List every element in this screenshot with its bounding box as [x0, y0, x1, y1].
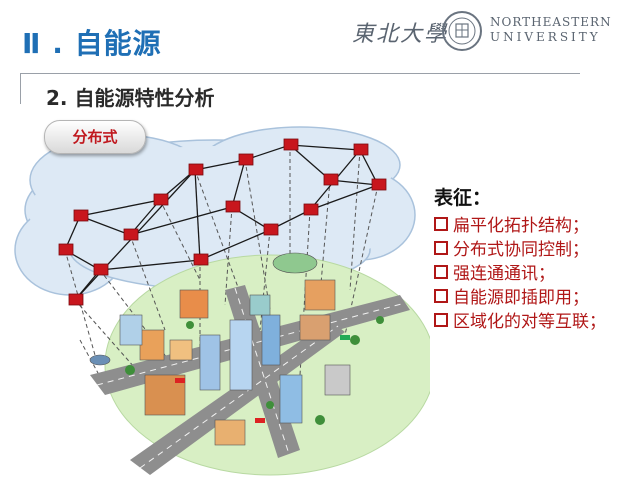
feature-text: 扁平化拓扑结构；: [453, 216, 589, 236]
features-list: 扁平化拓扑结构； 分布式协同控制； 强连通通讯； 自能源即插即用； 区域化的对等…: [434, 214, 606, 334]
checkbox-square-icon: [434, 241, 448, 255]
feature-item: 区域化的对等互联；: [434, 310, 606, 334]
feature-text: 强连通通讯；: [453, 264, 555, 284]
feature-text: 区域化的对等互联；: [453, 312, 606, 332]
feature-item: 自能源即插即用；: [434, 286, 606, 310]
feature-text: 分布式协同控制；: [453, 240, 589, 260]
city-buildings: [89, 252, 351, 446]
checkbox-square-icon: [434, 217, 448, 231]
header-divider-tick: [20, 74, 21, 104]
features-panel: 表征： 扁平化拓扑结构； 分布式协同控制； 强连通通讯； 自能源即插即用； 区域…: [434, 183, 606, 334]
checkbox-square-icon: [434, 289, 448, 303]
features-heading: 表征：: [434, 187, 492, 209]
logo-en-line1: NORTHEASTERN: [490, 15, 612, 29]
slide-subtitle: 2. 自能源特性分析: [46, 86, 215, 110]
distributed-network-illustration: [14, 126, 430, 476]
computer-nodes: [58, 138, 387, 306]
section-title: Ⅱ . 自能源: [22, 27, 162, 60]
university-seal-icon: [442, 11, 482, 51]
header-divider: [20, 73, 580, 74]
university-logo-english: NORTHEASTERN UNIVERSITY: [490, 15, 612, 45]
feature-item: 扁平化拓扑结构；: [434, 214, 606, 238]
feature-item: 分布式协同控制；: [434, 238, 606, 262]
distributed-badge: 分布式: [44, 120, 146, 154]
cars: [175, 335, 350, 423]
feature-item: 强连通通讯；: [434, 262, 606, 286]
feature-text: 自能源即插即用；: [453, 288, 589, 308]
trees: [125, 316, 384, 425]
checkbox-square-icon: [434, 313, 448, 327]
badge-label: 分布式: [72, 128, 118, 146]
checkbox-square-icon: [434, 265, 448, 279]
university-logo-chinese: 東北大學: [352, 22, 449, 47]
logo-en-line2: UNIVERSITY: [490, 30, 601, 44]
